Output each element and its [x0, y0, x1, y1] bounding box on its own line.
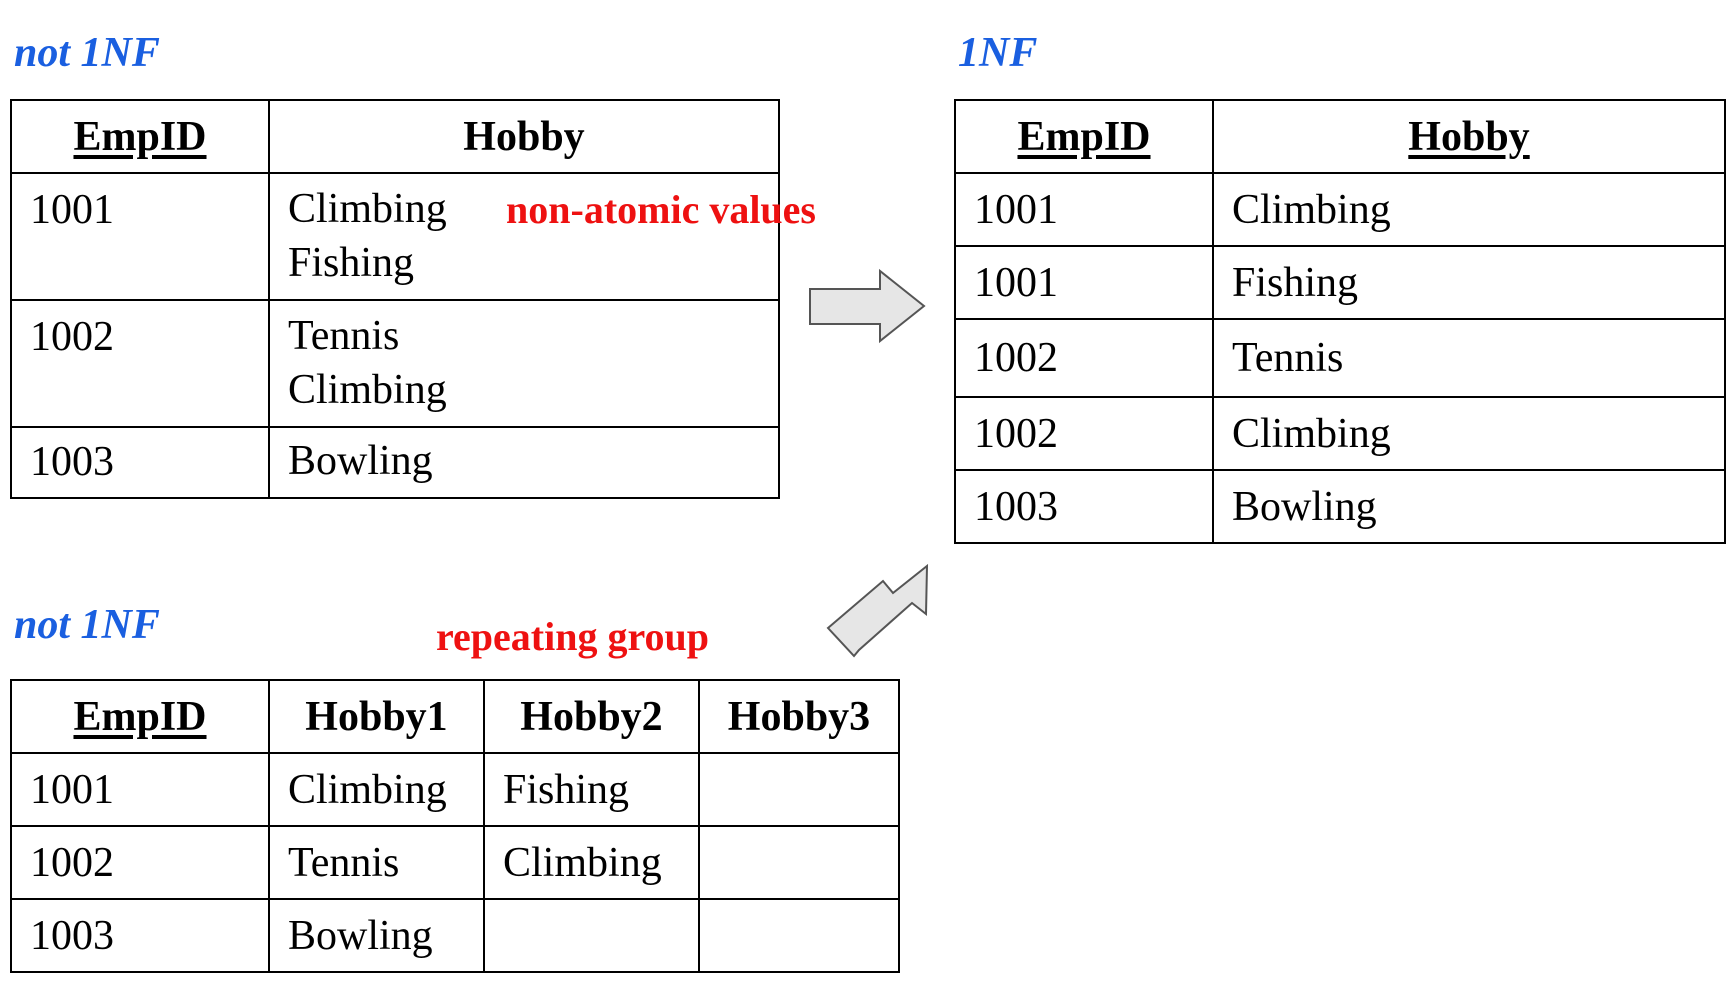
cell-hobby: Bowling — [1212, 469, 1726, 544]
header-empid: EmpID — [10, 679, 270, 754]
table-row: 1001 Climbing Fishing — [10, 172, 780, 301]
table-row: 1002 Tennis — [954, 318, 1726, 398]
cell-hobby: Fishing — [1212, 245, 1726, 320]
table-repeating-group: EmpID Hobby1 Hobby2 Hobby3 1001 Climbing… — [10, 679, 900, 973]
table-row: 1003 Bowling — [954, 469, 1726, 544]
cell-hobby: Tennis Climbing — [268, 299, 780, 428]
cell-empid: 1001 — [954, 172, 1214, 247]
table-header-row: EmpID Hobby — [954, 99, 1726, 174]
cell-hobby3 — [698, 898, 900, 973]
cell-hobby: Climbing — [1212, 172, 1726, 247]
table-row: 1001 Fishing — [954, 245, 1726, 320]
label-1nf: 1NF — [958, 30, 1038, 76]
header-empid: EmpID — [10, 99, 270, 174]
table-header-row: EmpID Hobby1 Hobby2 Hobby3 — [10, 679, 900, 754]
cell-empid: 1002 — [10, 825, 270, 900]
cell-empid: 1001 — [10, 752, 270, 827]
cell-hobby2 — [483, 898, 700, 973]
header-hobby1: Hobby1 — [268, 679, 485, 754]
cell-hobby1: Bowling — [268, 898, 485, 973]
table-row: 1001 Climbing — [954, 172, 1726, 247]
cell-hobby1: Climbing — [268, 752, 485, 827]
table-1nf: EmpID Hobby 1001 Climbing 1001 Fishing 1… — [954, 99, 1726, 544]
cell-empid: 1003 — [10, 898, 270, 973]
cell-value: Climbing — [288, 186, 447, 232]
cell-value: Fishing — [288, 240, 415, 286]
header-hobby: Hobby — [1212, 99, 1726, 174]
arrow-diagonal-icon — [826, 563, 929, 658]
label-not-1nf-top: not 1NF — [14, 30, 160, 76]
cell-value: Bowling — [288, 438, 433, 484]
cell-value: Climbing — [288, 367, 447, 413]
table-row: 1002 Climbing — [954, 396, 1726, 471]
cell-hobby: Climbing — [1212, 396, 1726, 471]
table-row: 1002 Tennis Climbing — [10, 299, 780, 428]
table-row: 1002 Tennis Climbing — [10, 825, 900, 900]
cell-empid: 1003 — [10, 426, 270, 499]
cell-hobby1: Tennis — [268, 825, 485, 900]
annotation-non-atomic: non-atomic values — [506, 187, 816, 232]
header-hobby2: Hobby2 — [483, 679, 700, 754]
cell-empid: 1002 — [954, 396, 1214, 471]
table-row: 1003 Bowling — [10, 898, 900, 973]
cell-hobby2: Fishing — [483, 752, 700, 827]
cell-hobby: Tennis — [1212, 318, 1726, 398]
header-empid: EmpID — [954, 99, 1214, 174]
cell-empid: 1001 — [954, 245, 1214, 320]
cell-empid: 1001 — [10, 172, 270, 301]
cell-empid: 1002 — [10, 299, 270, 428]
cell-hobby: Bowling — [268, 426, 780, 499]
annotation-repeating-group: repeating group — [436, 614, 709, 659]
table-header-row: EmpID Hobby — [10, 99, 780, 174]
header-hobby: Hobby — [268, 99, 780, 174]
label-not-1nf-bottom: not 1NF — [14, 602, 160, 648]
table-row: 1001 Climbing Fishing — [10, 752, 900, 827]
cell-empid: 1002 — [954, 318, 1214, 398]
cell-empid: 1003 — [954, 469, 1214, 544]
cell-hobby3 — [698, 825, 900, 900]
cell-hobby2: Climbing — [483, 825, 700, 900]
table-row: 1003 Bowling — [10, 426, 780, 499]
arrow-right-icon — [809, 268, 926, 344]
cell-hobby: Climbing Fishing — [268, 172, 780, 301]
table-non-atomic: EmpID Hobby 1001 Climbing Fishing 1002 T… — [10, 99, 780, 499]
cell-hobby3 — [698, 752, 900, 827]
cell-value: Tennis — [288, 313, 400, 359]
header-hobby3: Hobby3 — [698, 679, 900, 754]
